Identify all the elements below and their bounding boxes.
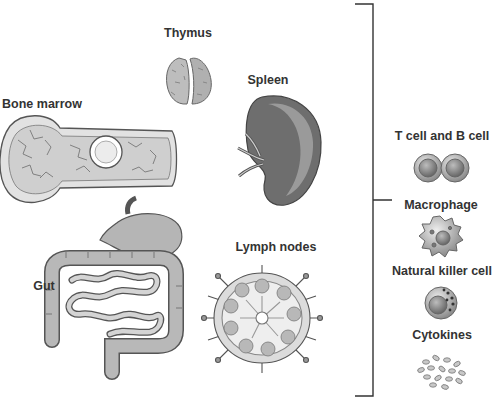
bone-drawing bbox=[0, 116, 176, 203]
lymph-node-drawing bbox=[202, 265, 323, 373]
organ-label: Bone marrow bbox=[2, 97, 82, 111]
organ-label: Thymus bbox=[164, 26, 212, 40]
lymphocyte-symbol bbox=[414, 154, 469, 182]
organ-label: Lymph nodes bbox=[236, 240, 317, 254]
thymus-drawing bbox=[167, 58, 212, 104]
organ-label: Spleen bbox=[248, 73, 289, 87]
organ-label: T cell and B cell bbox=[395, 129, 489, 143]
organ-label: Gut bbox=[33, 279, 55, 293]
organ-label: Natural killer cell bbox=[392, 264, 492, 278]
nk-cell-symbol bbox=[425, 287, 457, 319]
macrophage-symbol bbox=[419, 216, 463, 257]
organ-label: Cytokines bbox=[412, 328, 472, 342]
cytokine-symbol bbox=[417, 354, 466, 390]
gut-drawing bbox=[46, 198, 182, 372]
organ-label: Macrophage bbox=[404, 198, 478, 212]
spleen-drawing bbox=[238, 96, 321, 205]
group-bracket bbox=[355, 4, 392, 396]
